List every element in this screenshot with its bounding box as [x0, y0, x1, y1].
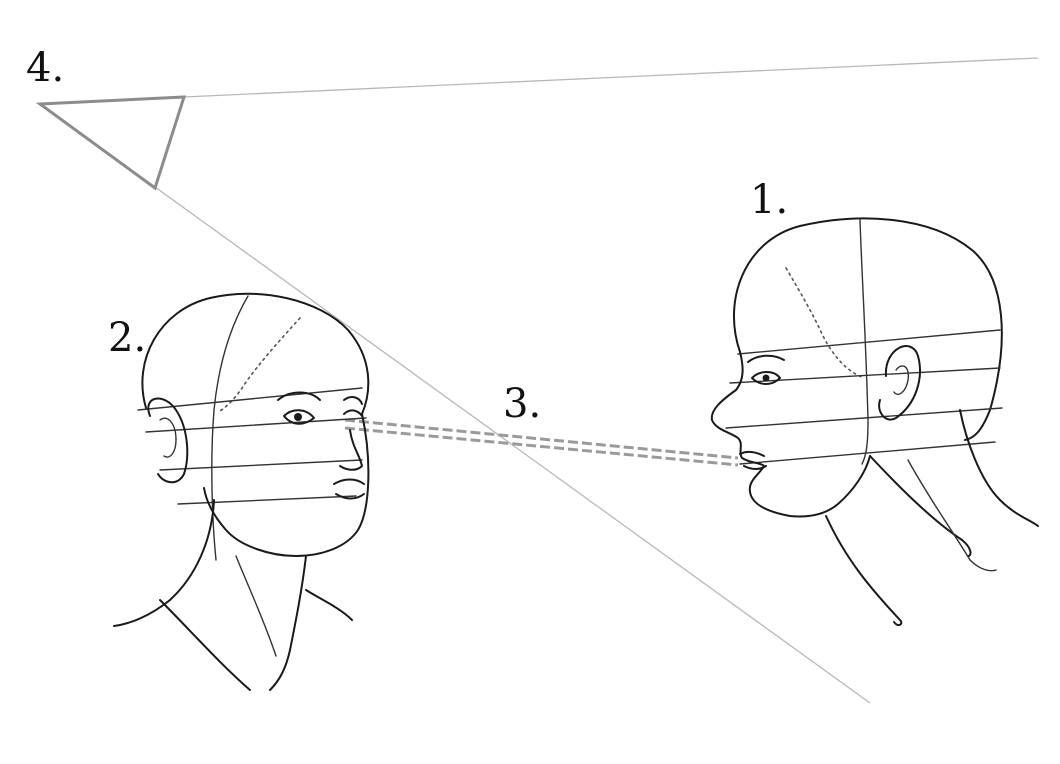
- label-head-three-quarter: 2.: [108, 315, 147, 361]
- angle-triangle: [35, 95, 187, 191]
- head-three-quarter-drawing: [113, 292, 370, 691]
- horizon-guide-line: [183, 57, 1039, 98]
- diagonal-guide-line: [39, 103, 871, 704]
- label-angle-triangle: 4.: [26, 45, 65, 91]
- label-sight-line: 3.: [503, 381, 542, 427]
- sight-line-dashed: [344, 418, 739, 467]
- head-profile-drawing: [710, 217, 1039, 627]
- label-head-profile: 1.: [750, 177, 789, 223]
